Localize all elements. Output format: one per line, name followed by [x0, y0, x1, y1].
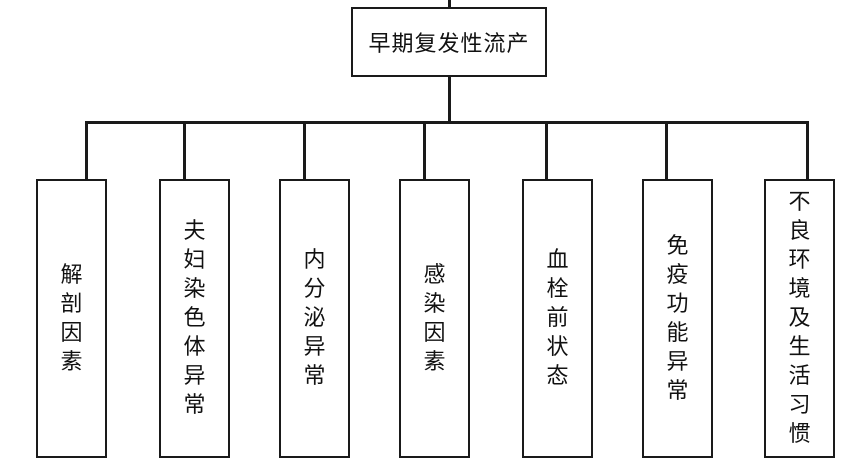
- leaf-node-chromosome: 夫妇染色体异常: [159, 179, 230, 458]
- root-node: 早期复发性流产: [351, 7, 547, 77]
- leaf-node-thrombophilia: 血栓前状态: [522, 179, 593, 458]
- connector-branch-7: [806, 121, 809, 180]
- connector-branch-4: [423, 121, 426, 180]
- connector-branch-6: [665, 121, 668, 180]
- connector-branch-1: [85, 121, 88, 180]
- leaf-node-label: 免疫功能异常: [666, 233, 689, 404]
- connector-branch-5: [545, 121, 548, 180]
- leaf-node-anatomical: 解剖因素: [36, 179, 107, 458]
- connector-root-down: [448, 76, 451, 123]
- connector-branch-3: [303, 121, 306, 180]
- leaf-node-label: 感染因素: [423, 262, 446, 375]
- leaf-node-label: 夫妇染色体异常: [183, 219, 206, 418]
- leaf-node-infection: 感染因素: [399, 179, 470, 458]
- leaf-node-immune: 免疫功能异常: [642, 179, 713, 458]
- connector-top-stub: [448, 0, 451, 8]
- leaf-node-label: 血栓前状态: [546, 248, 569, 389]
- leaf-node-label: 解剖因素: [60, 262, 83, 375]
- connector-horizontal-bar: [85, 121, 809, 124]
- root-node-label: 早期复发性流产: [368, 32, 530, 57]
- leaf-node-endocrine: 内分泌异常: [279, 179, 350, 458]
- connector-branch-2: [183, 121, 186, 180]
- leaf-node-label: 不良环境及生活习惯: [788, 190, 811, 447]
- leaf-node-label: 内分泌异常: [303, 248, 326, 389]
- leaf-node-environment-lifestyle: 不良环境及生活习惯: [764, 179, 835, 458]
